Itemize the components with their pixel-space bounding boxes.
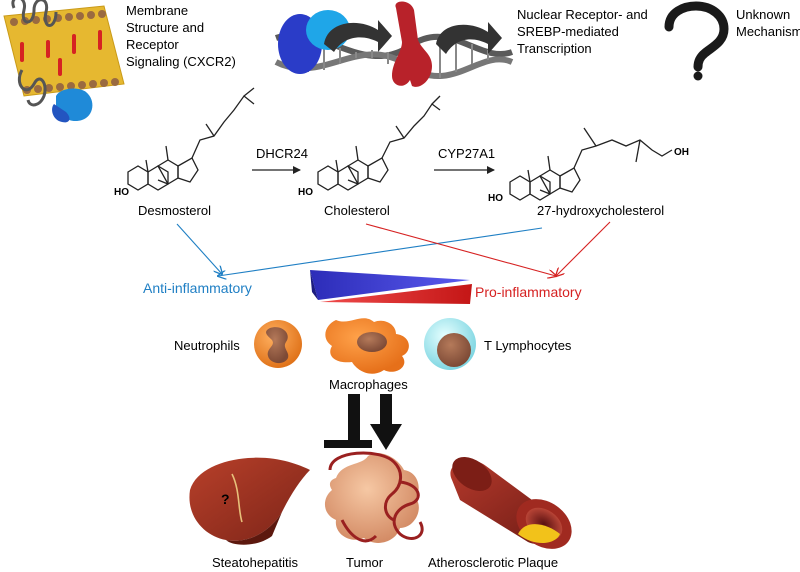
hydroxy-pro-arrow (556, 221, 611, 276)
hydroxycholesterol-label: 27-hydroxycholesterol (537, 203, 665, 218)
cholesterol-structure (317, 95, 441, 191)
cholesterol-label: Cholesterol (324, 203, 390, 218)
hydroxycholesterol-structure (509, 127, 673, 201)
desmosterol-anti-arrow (176, 223, 222, 274)
dhcr24-label: DHCR24 (256, 146, 309, 161)
nuclear-caption: Nuclear Receptor- and SREBP-mediated Tra… (517, 7, 648, 56)
question-mark-icon (664, 1, 729, 81)
steatohepatitis-label: Steatohepatitis (212, 555, 299, 570)
anti-inflammatory-label: Anti-inflammatory (143, 280, 252, 296)
inhibition-symbol (324, 394, 372, 448)
hydroxy-oh: OH (674, 147, 689, 158)
macrophage-icon (325, 318, 409, 374)
tumor-label: Tumor (346, 555, 384, 570)
pro-inflammatory-label: Pro-inflammatory (475, 284, 582, 300)
desmosterol-structure (127, 87, 255, 191)
hydroxy-anti-arrow (218, 227, 543, 276)
cholesterol-pro-arrow (365, 223, 556, 276)
dna-icon (274, 1, 514, 87)
artery-icon (450, 456, 572, 549)
cholesterol-ho: HO (298, 187, 313, 198)
balance-wedges (310, 270, 472, 304)
activation-arrow (370, 394, 402, 450)
tumor-icon (324, 451, 424, 543)
desmosterol-label: Desmosterol (138, 203, 211, 218)
desmosterol-ho: HO (114, 187, 129, 198)
liver-question-mark: ? (221, 491, 230, 507)
neutrophil-icon (254, 320, 302, 368)
t-lymphocyte-icon (424, 318, 476, 370)
macrophages-label: Macrophages (329, 377, 408, 392)
atherosclerotic-plaque-label: Atherosclerotic Plaque (428, 555, 559, 570)
t-lymphocytes-label: T Lymphocytes (484, 338, 572, 353)
unknown-caption: Unknown Mechanisms (736, 7, 800, 39)
cyp27a1-label: CYP27A1 (438, 146, 496, 161)
hydroxy-ho: HO (488, 193, 503, 204)
membrane-caption: Membrane Structure and Receptor Signalin… (126, 3, 236, 69)
liver-icon (189, 457, 310, 545)
membrane-icon (3, 0, 125, 123)
neutrophils-label: Neutrophils (174, 338, 240, 353)
